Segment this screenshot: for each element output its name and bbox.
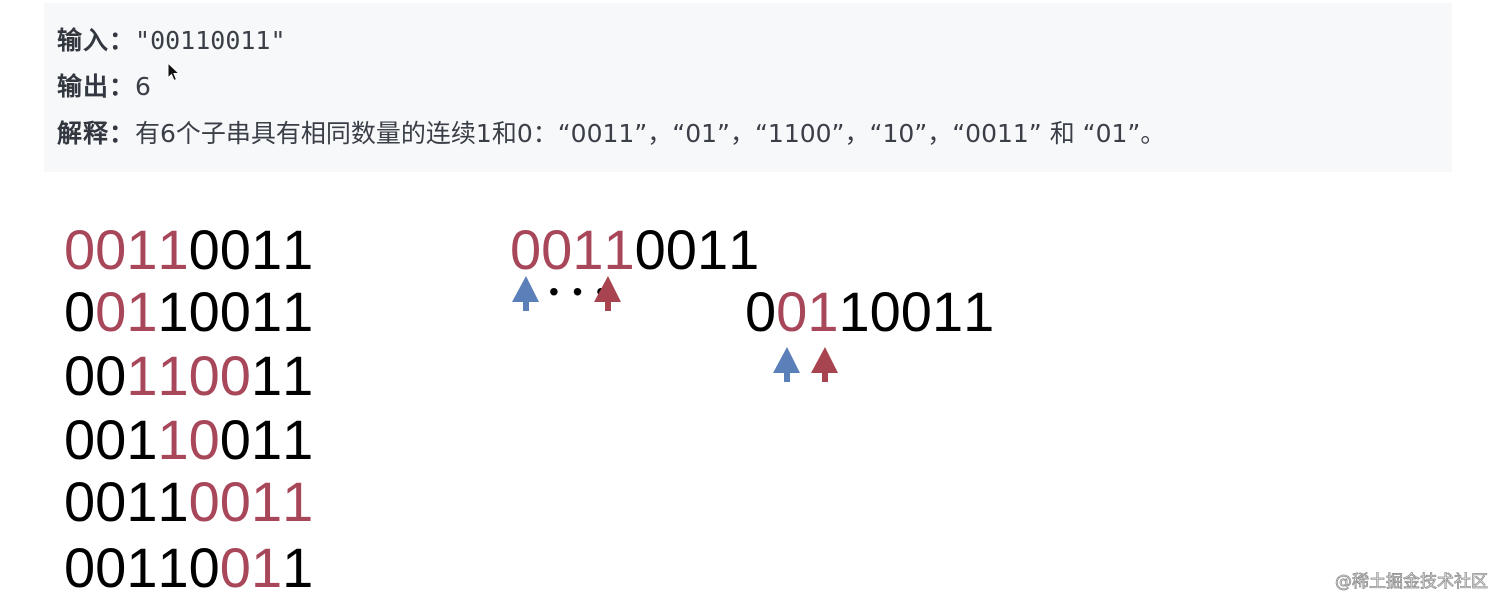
substring-row: 00110011 xyxy=(64,348,313,404)
highlighted-digit: 0 xyxy=(541,218,573,281)
highlighted-digit: 1 xyxy=(126,344,158,407)
digit: 0 xyxy=(869,280,901,343)
highlighted-digit: 0 xyxy=(219,536,251,599)
digit: 0 xyxy=(95,536,127,599)
highlighted-digit: 1 xyxy=(126,218,158,281)
highlighted-digit: 1 xyxy=(157,218,189,281)
digit: 0 xyxy=(188,218,220,281)
highlighted-digit: 0 xyxy=(510,218,542,281)
highlighted-digit: 1 xyxy=(250,536,283,599)
blue-arrow-icon xyxy=(773,347,800,382)
digit: 0 xyxy=(95,408,127,471)
example-output-line: 输出：6 xyxy=(57,71,151,103)
output-label: 输出： xyxy=(57,72,136,101)
digit: 0 xyxy=(900,280,932,343)
digit: 0 xyxy=(95,344,127,407)
digit: 0 xyxy=(95,470,127,533)
digit: 1 xyxy=(931,280,964,343)
digit: 1 xyxy=(126,408,158,471)
highlighted-digit: 1 xyxy=(572,218,604,281)
highlighted-digit: 0 xyxy=(219,470,251,533)
highlighted-digit: 0 xyxy=(188,408,220,471)
digit: 1 xyxy=(157,280,189,343)
highlighted-digit: 1 xyxy=(157,408,189,471)
example-box: 输入："00110011" 输出：6 解释：有6个子串具有相同数量的连续1和0：… xyxy=(44,3,1452,172)
highlighted-digit: 0 xyxy=(188,470,220,533)
red-arrow-icon xyxy=(594,276,621,311)
pointer-diagram-1-string: 00110011 xyxy=(510,222,759,278)
digit: 1 xyxy=(282,218,314,281)
explain-label: 解释： xyxy=(57,119,136,148)
highlighted-digit: 1 xyxy=(157,344,189,407)
example-explain-line: 解释：有6个子串具有相同数量的连续1和0：“0011”，“01”，“1100”，… xyxy=(57,118,1165,150)
digit: 1 xyxy=(250,408,283,471)
highlighted-digit: 1 xyxy=(282,470,314,533)
example-input-line: 输入："00110011" xyxy=(57,25,286,57)
digit: 1 xyxy=(157,470,189,533)
highlighted-digit: 1 xyxy=(126,280,158,343)
digit: 1 xyxy=(963,280,995,343)
digit: 0 xyxy=(188,536,220,599)
digit: 0 xyxy=(665,218,697,281)
substring-row: 00110011 xyxy=(64,412,313,468)
pointer-diagram-2-string: 00110011 xyxy=(745,284,994,340)
digit: 1 xyxy=(126,536,158,599)
digit: 1 xyxy=(282,408,314,471)
digit: 1 xyxy=(250,280,283,343)
digit: 1 xyxy=(696,218,729,281)
digit: 0 xyxy=(745,280,777,343)
highlighted-digit: 0 xyxy=(776,280,808,343)
mouse-cursor-icon xyxy=(167,62,181,82)
digit: 0 xyxy=(64,280,96,343)
digit: 1 xyxy=(250,218,283,281)
substring-row: 00110011 xyxy=(64,284,313,340)
digit: 0 xyxy=(219,218,251,281)
blue-arrow-icon xyxy=(512,276,539,311)
digit: 1 xyxy=(157,536,189,599)
digit: 0 xyxy=(634,218,666,281)
substring-row: 00110011 xyxy=(64,540,313,596)
digit: 1 xyxy=(282,280,314,343)
digit: 0 xyxy=(219,280,251,343)
digit: 1 xyxy=(728,218,760,281)
input-label: 输入： xyxy=(57,26,136,55)
output-value: 6 xyxy=(135,72,151,101)
digit: 1 xyxy=(126,470,158,533)
highlighted-digit: 1 xyxy=(603,218,635,281)
highlighted-digit: 1 xyxy=(250,470,283,533)
substring-row: 00110011 xyxy=(64,474,313,530)
digit: 0 xyxy=(64,408,96,471)
digit: 0 xyxy=(64,344,96,407)
highlighted-digit: 0 xyxy=(95,280,127,343)
substring-row: 00110011 xyxy=(64,222,313,278)
highlighted-digit: 0 xyxy=(219,344,251,407)
digit: 0 xyxy=(188,280,220,343)
digit: 1 xyxy=(250,344,283,407)
digit: 0 xyxy=(64,470,96,533)
digit: 1 xyxy=(282,536,314,599)
digit: 0 xyxy=(219,408,251,471)
explain-value: 有6个子串具有相同数量的连续1和0：“0011”，“01”，“1100”，“10… xyxy=(135,119,1166,148)
watermark: @稀土掘金技术社区 xyxy=(1335,572,1489,593)
input-value: "00110011" xyxy=(135,26,286,55)
digit: 1 xyxy=(838,280,870,343)
highlighted-digit: 0 xyxy=(188,344,220,407)
highlighted-digit: 0 xyxy=(64,218,96,281)
digit: 1 xyxy=(282,344,314,407)
digit: 0 xyxy=(64,536,96,599)
highlighted-digit: 0 xyxy=(95,218,127,281)
highlighted-digit: 1 xyxy=(807,280,839,343)
red-arrow-icon xyxy=(811,347,838,382)
